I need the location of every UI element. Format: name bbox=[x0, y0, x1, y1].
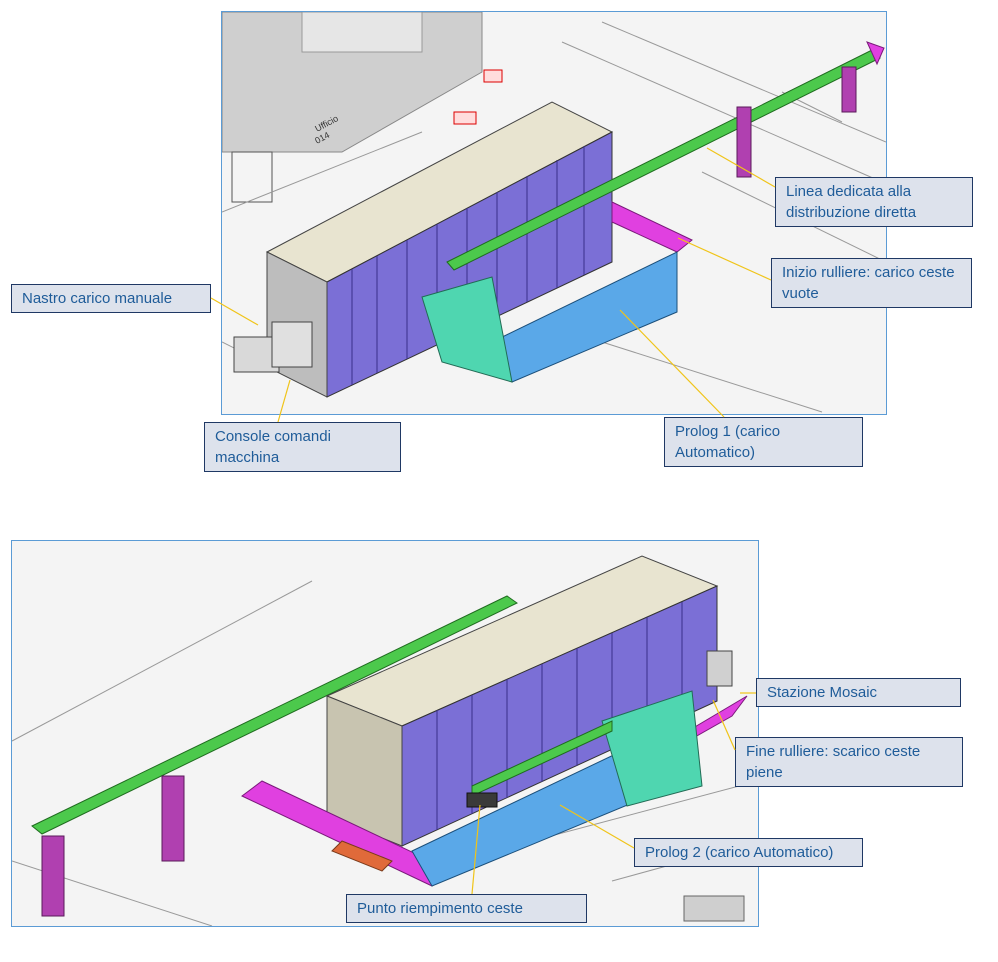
prolog-1-head bbox=[421, 276, 513, 383]
callout-stazione-mosaic: Stazione Mosaic bbox=[756, 678, 961, 707]
line-end-cap bbox=[866, 41, 885, 66]
mosaic-station-unit bbox=[706, 650, 733, 687]
callout-nastro-carico: Nastro carico manuale bbox=[11, 284, 211, 313]
fire-sign-icon bbox=[453, 111, 477, 125]
callout-console-comandi: Console comandi macchina bbox=[204, 422, 401, 472]
callout-inizio-rulliere: Inizio rulliere: carico ceste vuote bbox=[771, 258, 972, 308]
fill-point-basket bbox=[466, 792, 498, 808]
callout-punto-riempimento: Punto riempimento ceste bbox=[346, 894, 587, 923]
exit-sign-icon bbox=[483, 69, 503, 83]
line-support-stands-bottom bbox=[41, 775, 185, 917]
floor-wc-outline bbox=[231, 151, 273, 203]
top-panel-illustration: Ufficio 014 bbox=[222, 12, 886, 413]
roller-orange-segment bbox=[331, 840, 393, 872]
callout-prolog-1: Prolog 1 (carico Automatico) bbox=[664, 417, 863, 467]
callout-prolog-2: Prolog 2 (carico Automatico) bbox=[634, 838, 863, 867]
callout-fine-rulliere: Fine rulliere: scarico ceste piene bbox=[735, 737, 963, 787]
bottom-panel-illustration bbox=[12, 555, 758, 926]
floor-room-light bbox=[301, 12, 423, 53]
machine-end-face-bottom bbox=[326, 695, 403, 847]
console-unit bbox=[271, 321, 313, 368]
callout-linea-dedicata: Linea dedicata alla distribuzione dirett… bbox=[775, 177, 973, 227]
prolog-2-head bbox=[601, 690, 703, 807]
roller-magenta-start bbox=[611, 201, 693, 253]
green-distribution-line-bottom bbox=[31, 595, 518, 835]
bottom-panel-drawing bbox=[11, 540, 759, 927]
floor-wc-bottom bbox=[683, 895, 745, 922]
